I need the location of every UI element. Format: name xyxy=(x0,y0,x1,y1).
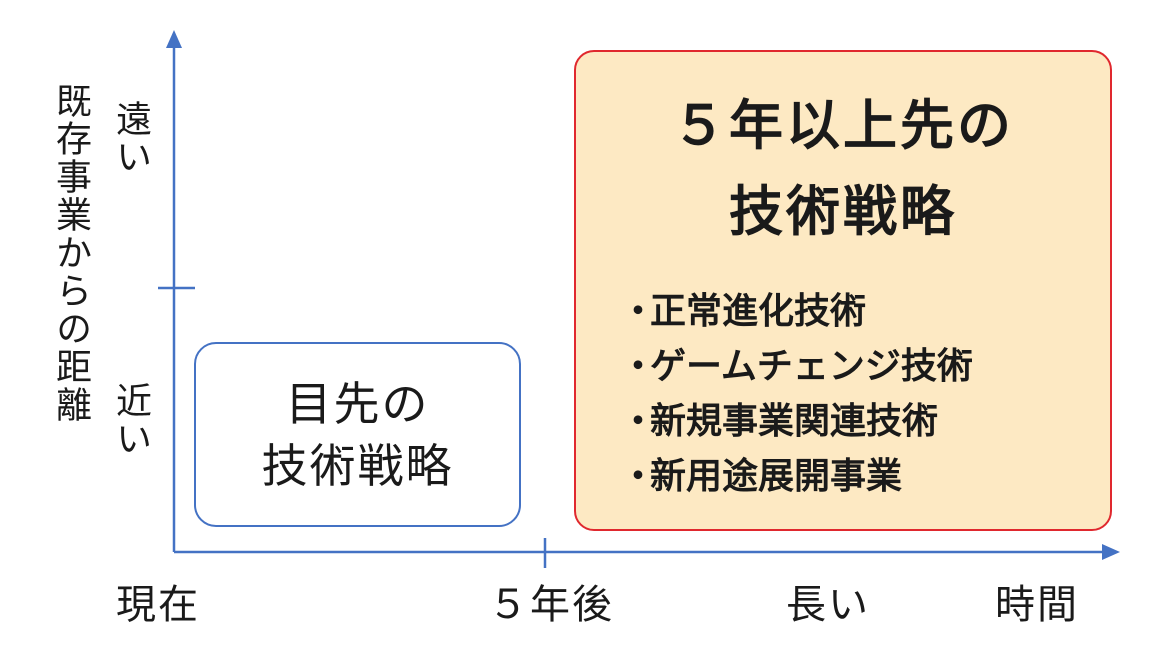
list-item-text: ゲームチェンジ技術 xyxy=(650,346,973,387)
list-item-text: 正常進化技術 xyxy=(650,291,867,332)
list-item: ・ゲームチェンジ技術 xyxy=(620,339,973,394)
y-axis-arrowhead xyxy=(166,30,182,48)
near-box-line-2: 技術戦略 xyxy=(261,438,454,493)
list-item-text: 新規事業関連技術 xyxy=(650,401,939,442)
far-box-title-line-2: 技術戦略 xyxy=(729,180,957,243)
x-axis-long-label: 長い xyxy=(786,582,870,628)
x-axis-now-label: 現在 xyxy=(116,582,200,628)
long-term-strategy-box: ５年以上先の 技術戦略 ・正常進化技術 ・ゲームチェンジ技術 ・新規事業関連技術… xyxy=(574,50,1112,531)
y-axis-far-label: 遠い xyxy=(110,100,151,176)
bullet-glyph: ・ xyxy=(620,291,657,332)
strategy-item-list: ・正常進化技術 ・ゲームチェンジ技術 ・新規事業関連技術 ・新用途展開事業 xyxy=(620,284,973,504)
list-item: ・正常進化技術 xyxy=(620,284,973,339)
x-axis-arrowhead xyxy=(1102,544,1120,560)
x-axis-title: 時間 xyxy=(995,582,1079,628)
near-box-line-1: 目先の xyxy=(285,376,430,431)
list-item-text: 新用途展開事業 xyxy=(650,456,903,497)
bullet-glyph: ・ xyxy=(620,401,657,442)
list-item: ・新用途展開事業 xyxy=(620,449,973,504)
bullet-glyph: ・ xyxy=(620,456,657,497)
y-axis-label: 既存事業からの距離 xyxy=(50,82,91,424)
far-box-title-line-1: ５年以上先の xyxy=(672,94,1014,157)
list-item: ・新規事業関連技術 xyxy=(620,394,973,449)
bullet-glyph: ・ xyxy=(620,346,657,387)
y-axis-near-label: 近い xyxy=(110,382,151,458)
x-axis-5y-label: ５年後 xyxy=(488,582,614,628)
near-term-strategy-box: 目先の 技術戦略 xyxy=(194,342,521,527)
